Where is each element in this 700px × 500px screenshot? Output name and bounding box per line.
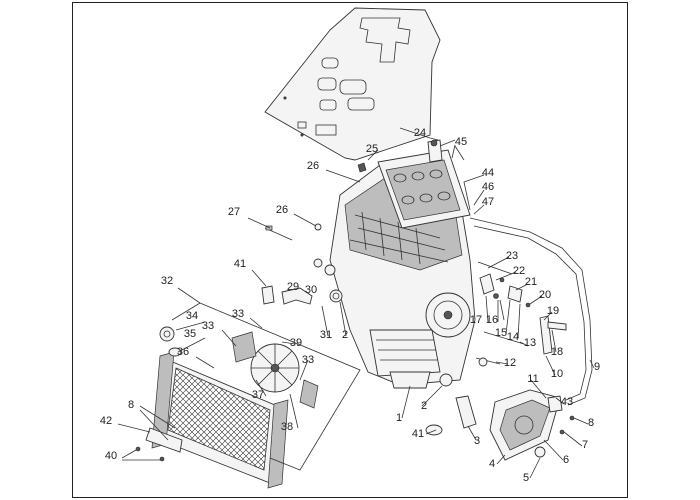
callout-c26b: 26	[276, 204, 288, 216]
callout-c9: 9	[594, 361, 600, 373]
callout-c34: 34	[186, 310, 198, 322]
callout-c17: 17	[470, 314, 482, 326]
coolant-hoses	[261, 162, 367, 305]
callout-c39: 39	[290, 337, 302, 349]
callout-c46: 46	[482, 181, 494, 193]
callout-c18: 18	[551, 346, 563, 358]
callout-c27: 27	[228, 206, 240, 218]
callout-c41a: 41	[234, 258, 246, 270]
callout-c8b: 8	[588, 417, 594, 429]
callout-c2a: 2	[342, 329, 348, 341]
radiator-bracket	[135, 427, 183, 462]
callout-c23: 23	[506, 250, 518, 262]
callout-c15: 15	[495, 327, 507, 339]
callout-c5: 5	[523, 472, 529, 484]
callout-c29: 29	[287, 281, 299, 293]
thermostat-parts	[477, 261, 567, 355]
callout-c20: 20	[539, 289, 551, 301]
callout-c11: 11	[527, 373, 538, 385]
callout-c32: 32	[161, 275, 173, 287]
callout-c22: 22	[513, 265, 525, 277]
callout-c33c: 33	[302, 354, 314, 366]
callout-c10: 10	[551, 368, 563, 380]
skid-plate	[264, 7, 441, 161]
callout-c1: 1	[396, 412, 402, 424]
callout-c35: 35	[184, 328, 196, 340]
callout-c6: 6	[563, 454, 569, 466]
callout-c30: 30	[305, 284, 317, 296]
callout-c16: 16	[486, 314, 498, 326]
callout-c14: 14	[507, 331, 519, 343]
radiator	[151, 326, 289, 489]
cooling-fan	[231, 331, 319, 409]
callout-c13: 13	[524, 337, 536, 349]
callout-c21: 21	[525, 276, 537, 288]
callout-c44: 44	[482, 167, 494, 179]
callout-c7: 7	[582, 439, 588, 451]
callout-c12: 12	[504, 357, 516, 369]
callout-c19: 19	[547, 305, 559, 317]
head-cover	[377, 139, 471, 229]
callout-c36: 36	[177, 346, 189, 358]
callout-c37: 37	[252, 389, 264, 401]
callout-c8a: 8	[128, 399, 134, 411]
callout-c38: 38	[281, 421, 293, 433]
callout-c45: 45	[455, 136, 467, 148]
callout-c24: 24	[414, 127, 426, 139]
callout-c33b: 33	[202, 320, 214, 332]
callout-c2b: 2	[421, 400, 427, 412]
coolant-pipe	[469, 217, 593, 406]
callout-c3: 3	[474, 435, 480, 447]
callout-c41b: 41	[412, 428, 424, 440]
callout-c31: 31	[320, 329, 332, 341]
callout-c26a: 26	[307, 160, 319, 172]
callout-c47: 47	[482, 196, 494, 208]
callout-c33a: 33	[232, 308, 244, 320]
callout-c43: 43	[561, 396, 573, 408]
callout-c40: 40	[105, 450, 117, 462]
leader-lines	[117, 127, 595, 479]
callout-c25: 25	[366, 143, 378, 155]
water-pump	[425, 357, 575, 461]
callout-c4: 4	[489, 458, 495, 470]
callout-c42: 42	[100, 415, 112, 427]
